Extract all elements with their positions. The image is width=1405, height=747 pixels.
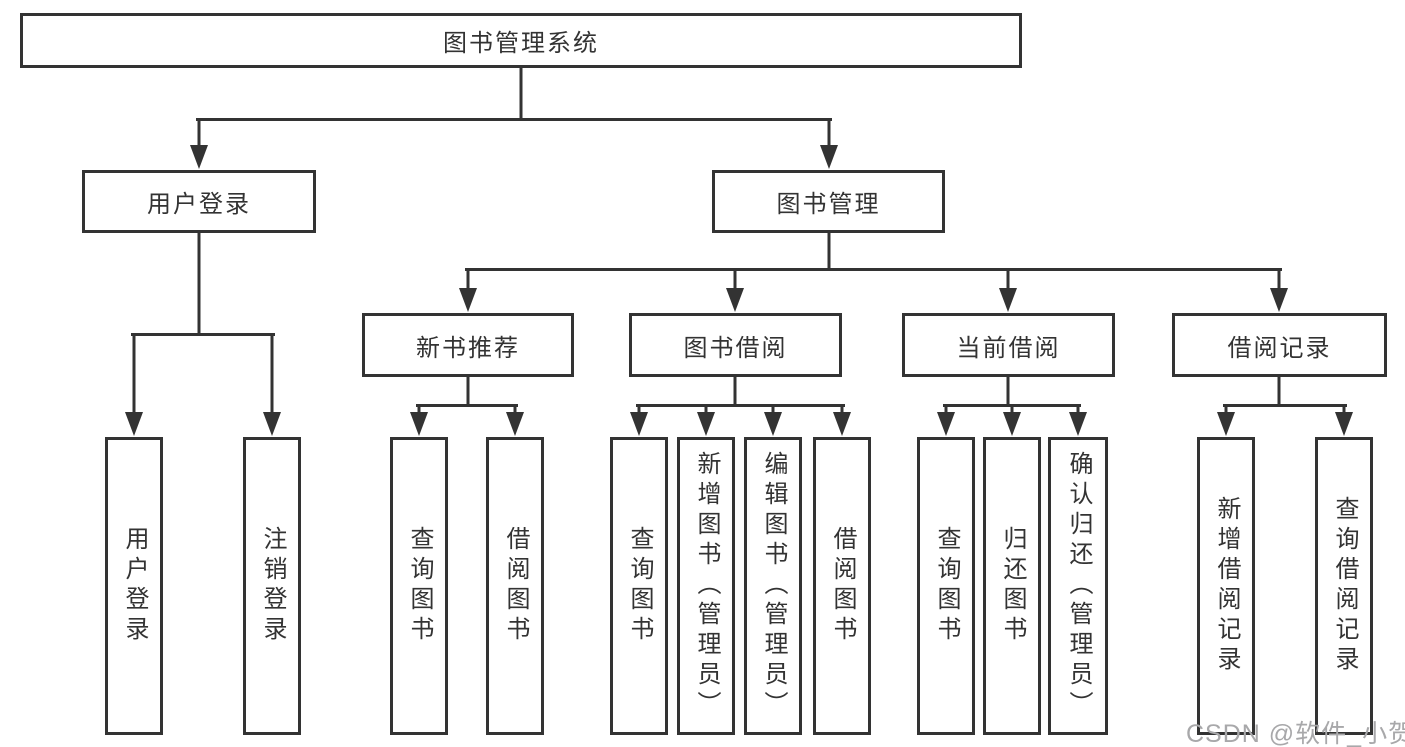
leaf-user-login: 用户登录 (105, 437, 163, 735)
arrow-head (506, 412, 524, 436)
leaf-edit-books-admin: 编辑图书（管理员） (744, 437, 802, 735)
node-library-management-system: 图书管理系统 (20, 13, 1022, 68)
arrow-head (1069, 412, 1087, 436)
node-borrowing-records: 借阅记录 (1172, 313, 1387, 377)
connector-user-login-arrowheads (125, 412, 281, 436)
connector-current-borrowing-to-leaves (943, 375, 1081, 416)
arrow-head (764, 412, 782, 436)
leaf-confirm-return-admin: 确认归还（管理员） (1048, 437, 1108, 735)
leaf-add-books-admin: 新增图书（管理员） (677, 437, 735, 735)
watermark: CSDN @软件_小贺同学 (1186, 720, 1405, 747)
arrow-head (630, 412, 648, 436)
arrow-head (1003, 412, 1021, 436)
arrow-head (1335, 412, 1353, 436)
node-book-borrowing: 图书借阅 (629, 313, 842, 377)
node-new-book-recommend: 新书推荐 (362, 313, 574, 377)
node-user-login: 用户登录 (82, 170, 316, 233)
leaf-query-borrow-record: 查询借阅记录 (1315, 437, 1373, 735)
connector-book-borrowing-to-leaves (636, 375, 845, 416)
leaf-query-books-recommend: 查询图书 (390, 437, 448, 735)
connector-level3-arrowheads (459, 288, 1288, 312)
connector-new-book-recommend-to-leaves (416, 375, 518, 416)
connector-book-borrowing-arrowheads (630, 412, 851, 436)
arrow-head (833, 412, 851, 436)
leaf-return-books: 归还图书 (983, 437, 1041, 735)
arrow-head (459, 288, 477, 312)
node-current-borrowing: 当前借阅 (902, 313, 1115, 377)
arrow-head (697, 412, 715, 436)
connector-borrowing-records-arrowheads (1217, 412, 1353, 436)
arrow-head (1270, 288, 1288, 312)
connector-borrowing-records-to-leaves (1223, 375, 1347, 416)
arrow-head (263, 412, 281, 436)
connector-user-login-to-leaves (131, 231, 275, 416)
leaf-add-borrow-record: 新增借阅记录 (1197, 437, 1255, 735)
leaf-borrow-books-recommend: 借阅图书 (486, 437, 544, 735)
node-book-management: 图书管理 (712, 170, 945, 233)
arrow-head (726, 288, 744, 312)
leaf-query-books-current: 查询图书 (917, 437, 975, 735)
arrow-head (999, 288, 1017, 312)
connector-new-book-recommend-arrowheads (410, 412, 524, 436)
arrow-head (937, 412, 955, 436)
connector-root-to-level2 (196, 66, 832, 150)
leaf-borrow-books-borrowing: 借阅图书 (813, 437, 871, 735)
arrow-head (125, 412, 143, 436)
arrow-head (820, 145, 838, 169)
connector-current-borrowing-arrowheads (937, 412, 1087, 436)
leaf-logout: 注销登录 (243, 437, 301, 735)
connector-book-management-to-level3 (465, 231, 1282, 292)
leaf-query-books-borrowing: 查询图书 (610, 437, 668, 735)
arrow-head (190, 145, 208, 169)
arrow-head (410, 412, 428, 436)
arrow-head (1217, 412, 1235, 436)
connector-root-arrowheads (190, 145, 838, 169)
